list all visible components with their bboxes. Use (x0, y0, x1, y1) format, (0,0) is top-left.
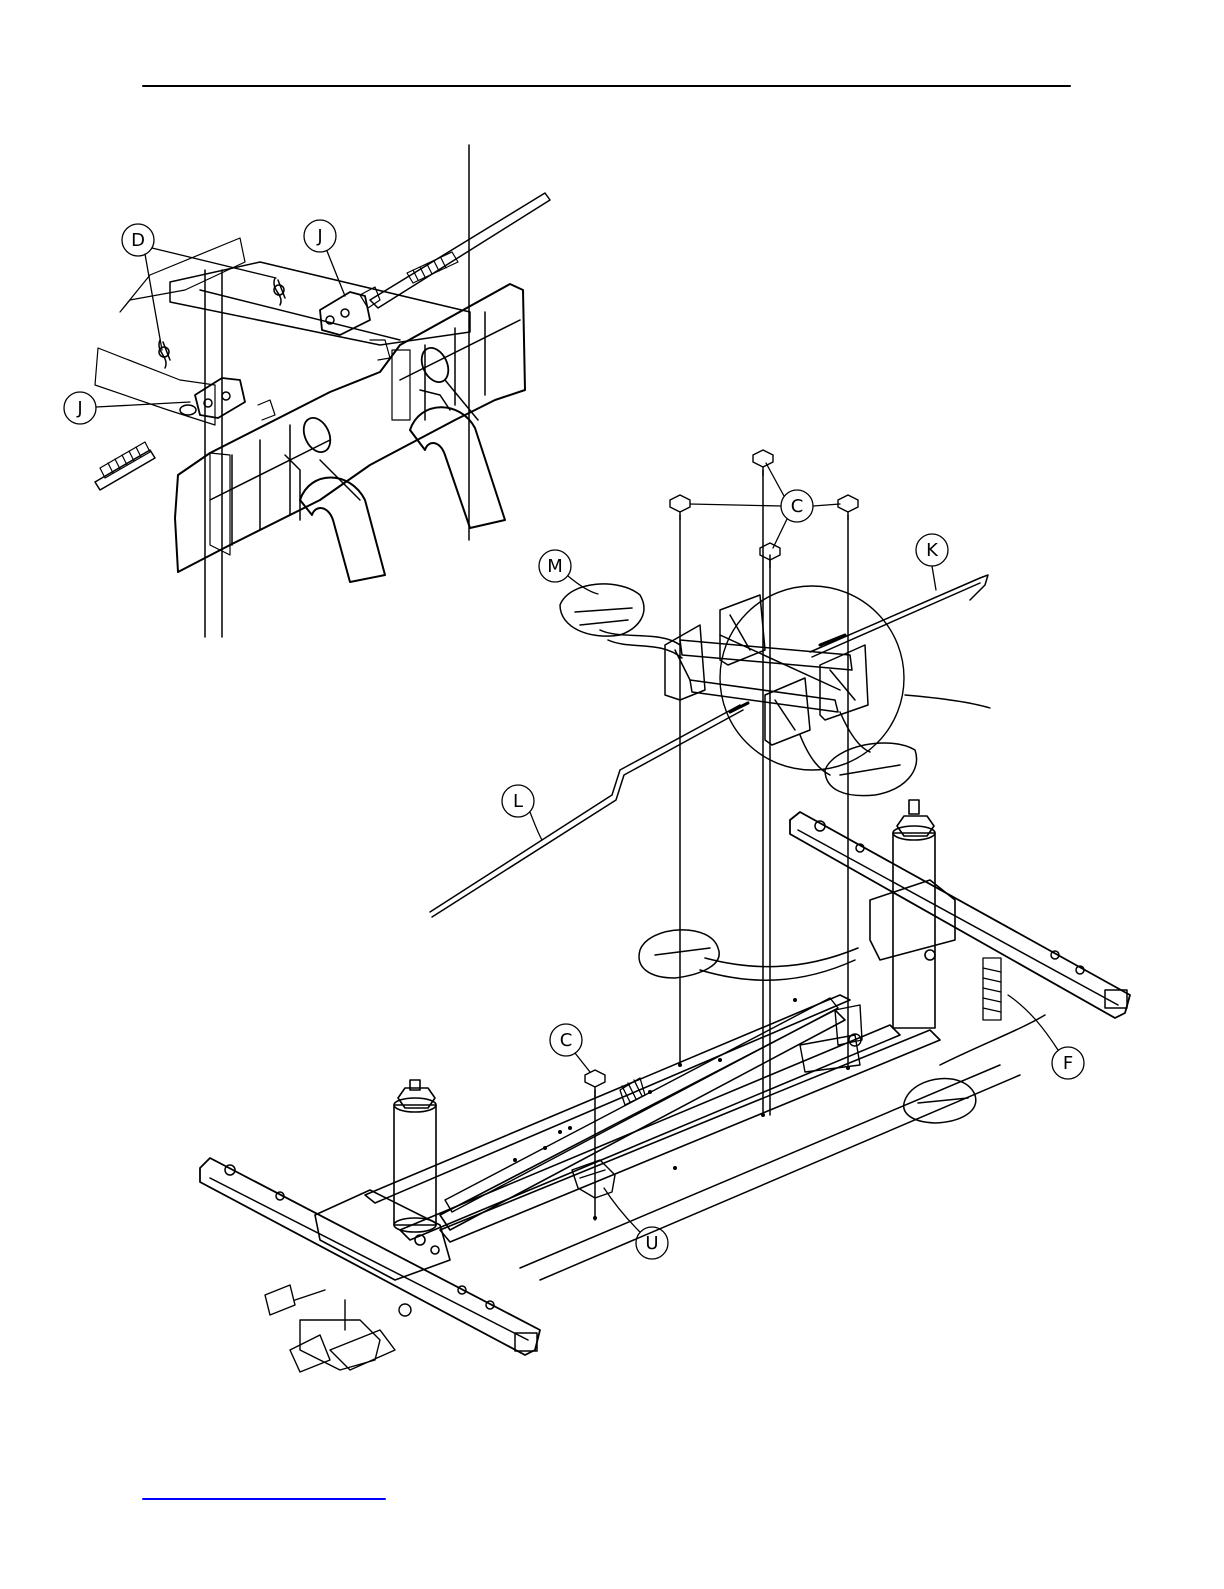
detail-view (95, 145, 550, 637)
callout-d-label: D (131, 230, 145, 251)
rod-l (430, 703, 748, 917)
callouts: D J J C M K L C F (64, 220, 1084, 1259)
pedal-bracket-assembly (560, 584, 917, 796)
lower-left-linkage (265, 1285, 411, 1372)
bolt-c-2 (670, 495, 690, 520)
callout-c-top-label: C (791, 496, 804, 517)
cotter-pin-upper (274, 278, 285, 305)
brake-pedal (904, 1015, 1045, 1123)
spring-f (983, 958, 1001, 1020)
bolt-c-5 (585, 1070, 605, 1097)
right-column (870, 800, 955, 1028)
bolt-c-1 (753, 450, 773, 476)
callout-c-bottom-label: C (560, 1030, 573, 1051)
callout-f-label: F (1063, 1053, 1073, 1074)
threaded-rod-upper (407, 252, 458, 283)
callout-u-label: U (645, 1233, 658, 1254)
callout-m-label: M (547, 556, 563, 577)
accelerator-pedal (639, 930, 858, 980)
clip-u (572, 1160, 615, 1198)
callout-k-label: K (926, 540, 939, 561)
threaded-rod-lower (100, 442, 150, 478)
return-spring (620, 1078, 645, 1105)
bolt-c-3 (838, 495, 858, 520)
rod-k (810, 575, 988, 657)
clevis-lower (180, 378, 275, 420)
clevis-upper (320, 287, 390, 360)
callout-l-label: L (513, 791, 523, 812)
callout-j-upper-label: J (316, 226, 322, 247)
callout-j-lower-label: J (76, 398, 82, 419)
